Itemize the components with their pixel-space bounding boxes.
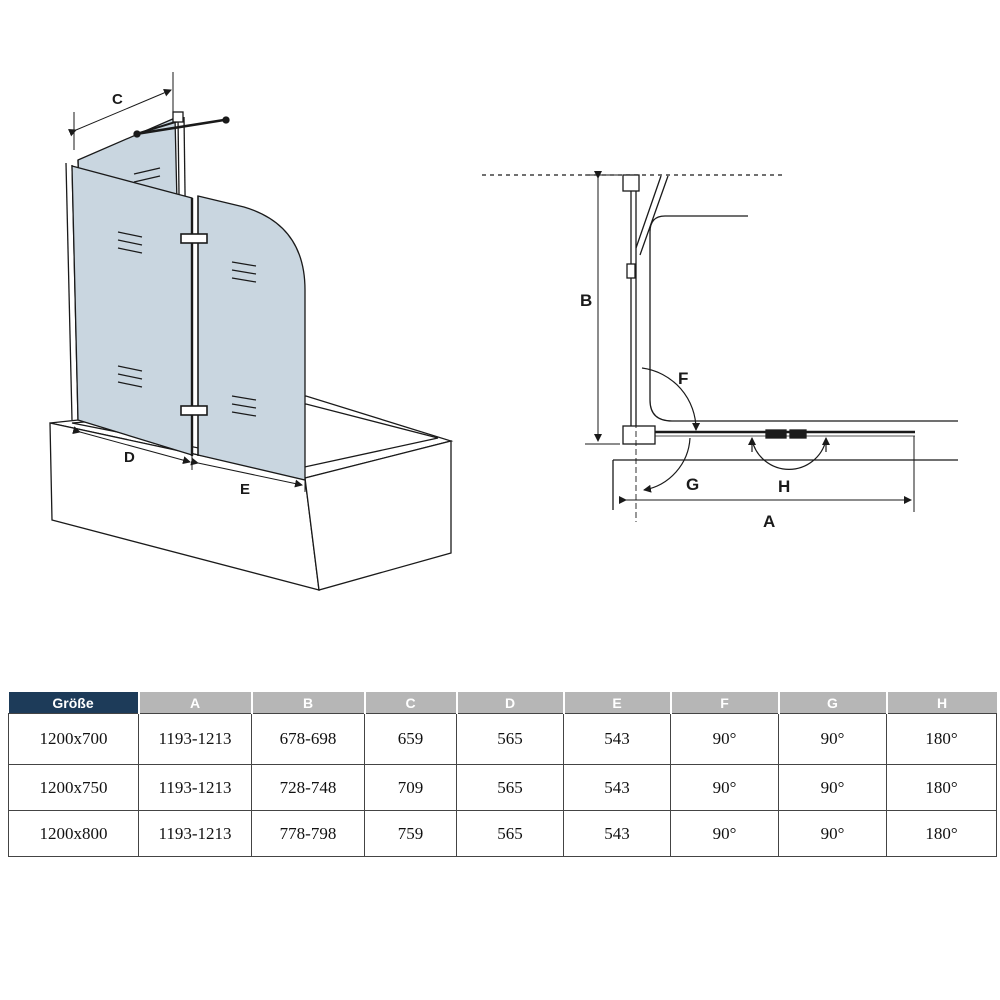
header-f: F: [670, 692, 780, 714]
label-g: G: [686, 475, 699, 494]
cell-d: 565: [456, 713, 564, 765]
header-size: Größe: [8, 692, 140, 714]
label-b: B: [580, 291, 592, 310]
technical-drawing: C D E: [49, 72, 958, 591]
cell-d: 565: [456, 764, 564, 811]
header-h: H: [886, 692, 997, 714]
cell-c: 709: [364, 764, 457, 811]
hinge: [180, 405, 208, 416]
front-glass-panel: [71, 165, 193, 456]
header-c: C: [364, 692, 458, 714]
cell-f: 90°: [670, 764, 779, 811]
cell-a: 1193-1213: [138, 764, 252, 811]
cell-d: 565: [456, 810, 564, 857]
table-header-row: Größe A B C D E F G H: [8, 692, 997, 714]
cell-h: 180°: [886, 764, 997, 811]
cell-size: 1200x800: [8, 810, 139, 857]
angle-f: [641, 367, 701, 431]
cell-e: 543: [563, 810, 671, 857]
dimension-b: [585, 171, 620, 445]
cell-c: 659: [364, 713, 457, 765]
dimension-a: [619, 436, 915, 512]
stabilizer-bar: [133, 111, 230, 138]
cell-b: 728-748: [251, 764, 365, 811]
cell-e: 543: [563, 764, 671, 811]
cell-a: 1193-1213: [138, 810, 252, 857]
cell-b: 678-698: [251, 713, 365, 765]
plan-view: [482, 171, 958, 522]
cell-e: 543: [563, 713, 671, 765]
perspective-view: [49, 72, 454, 591]
header-g: G: [778, 692, 888, 714]
header-a: A: [138, 692, 253, 714]
cell-b: 778-798: [251, 810, 365, 857]
label-h: H: [778, 477, 790, 496]
label-c: C: [112, 91, 123, 108]
angle-h: [751, 439, 827, 470]
glass-decoration: [117, 167, 257, 417]
cell-f: 90°: [670, 810, 779, 857]
angle-g: [643, 437, 691, 493]
dimension-e: [190, 457, 306, 492]
label-e: E: [240, 481, 250, 498]
table-row: 1200x700 1193-1213 678-698 659 565 543 9…: [8, 713, 997, 765]
cell-size: 1200x700: [8, 713, 139, 765]
header-e: E: [563, 692, 672, 714]
label-f: F: [678, 369, 688, 388]
cell-g: 90°: [778, 713, 887, 765]
dimension-c: [67, 72, 174, 150]
label-a: A: [763, 512, 775, 531]
size-table: Größe A B C D E F G H 1200x700 1193-1213…: [8, 692, 997, 857]
cell-g: 90°: [778, 764, 887, 811]
cell-size: 1200x750: [8, 764, 139, 811]
header-d: D: [456, 692, 565, 714]
table-row: 1200x800 1193-1213 778-798 759 565 543 9…: [8, 810, 997, 857]
folding-glass-panel: [197, 195, 306, 481]
label-d: D: [124, 449, 135, 466]
table-row: 1200x750 1193-1213 728-748 709 565 543 9…: [8, 764, 997, 811]
cell-h: 180°: [886, 713, 997, 765]
header-b: B: [251, 692, 366, 714]
cell-c: 759: [364, 810, 457, 857]
cell-g: 90°: [778, 810, 887, 857]
cell-a: 1193-1213: [138, 713, 252, 765]
hinge: [180, 233, 208, 244]
cell-h: 180°: [886, 810, 997, 857]
cell-f: 90°: [670, 713, 779, 765]
